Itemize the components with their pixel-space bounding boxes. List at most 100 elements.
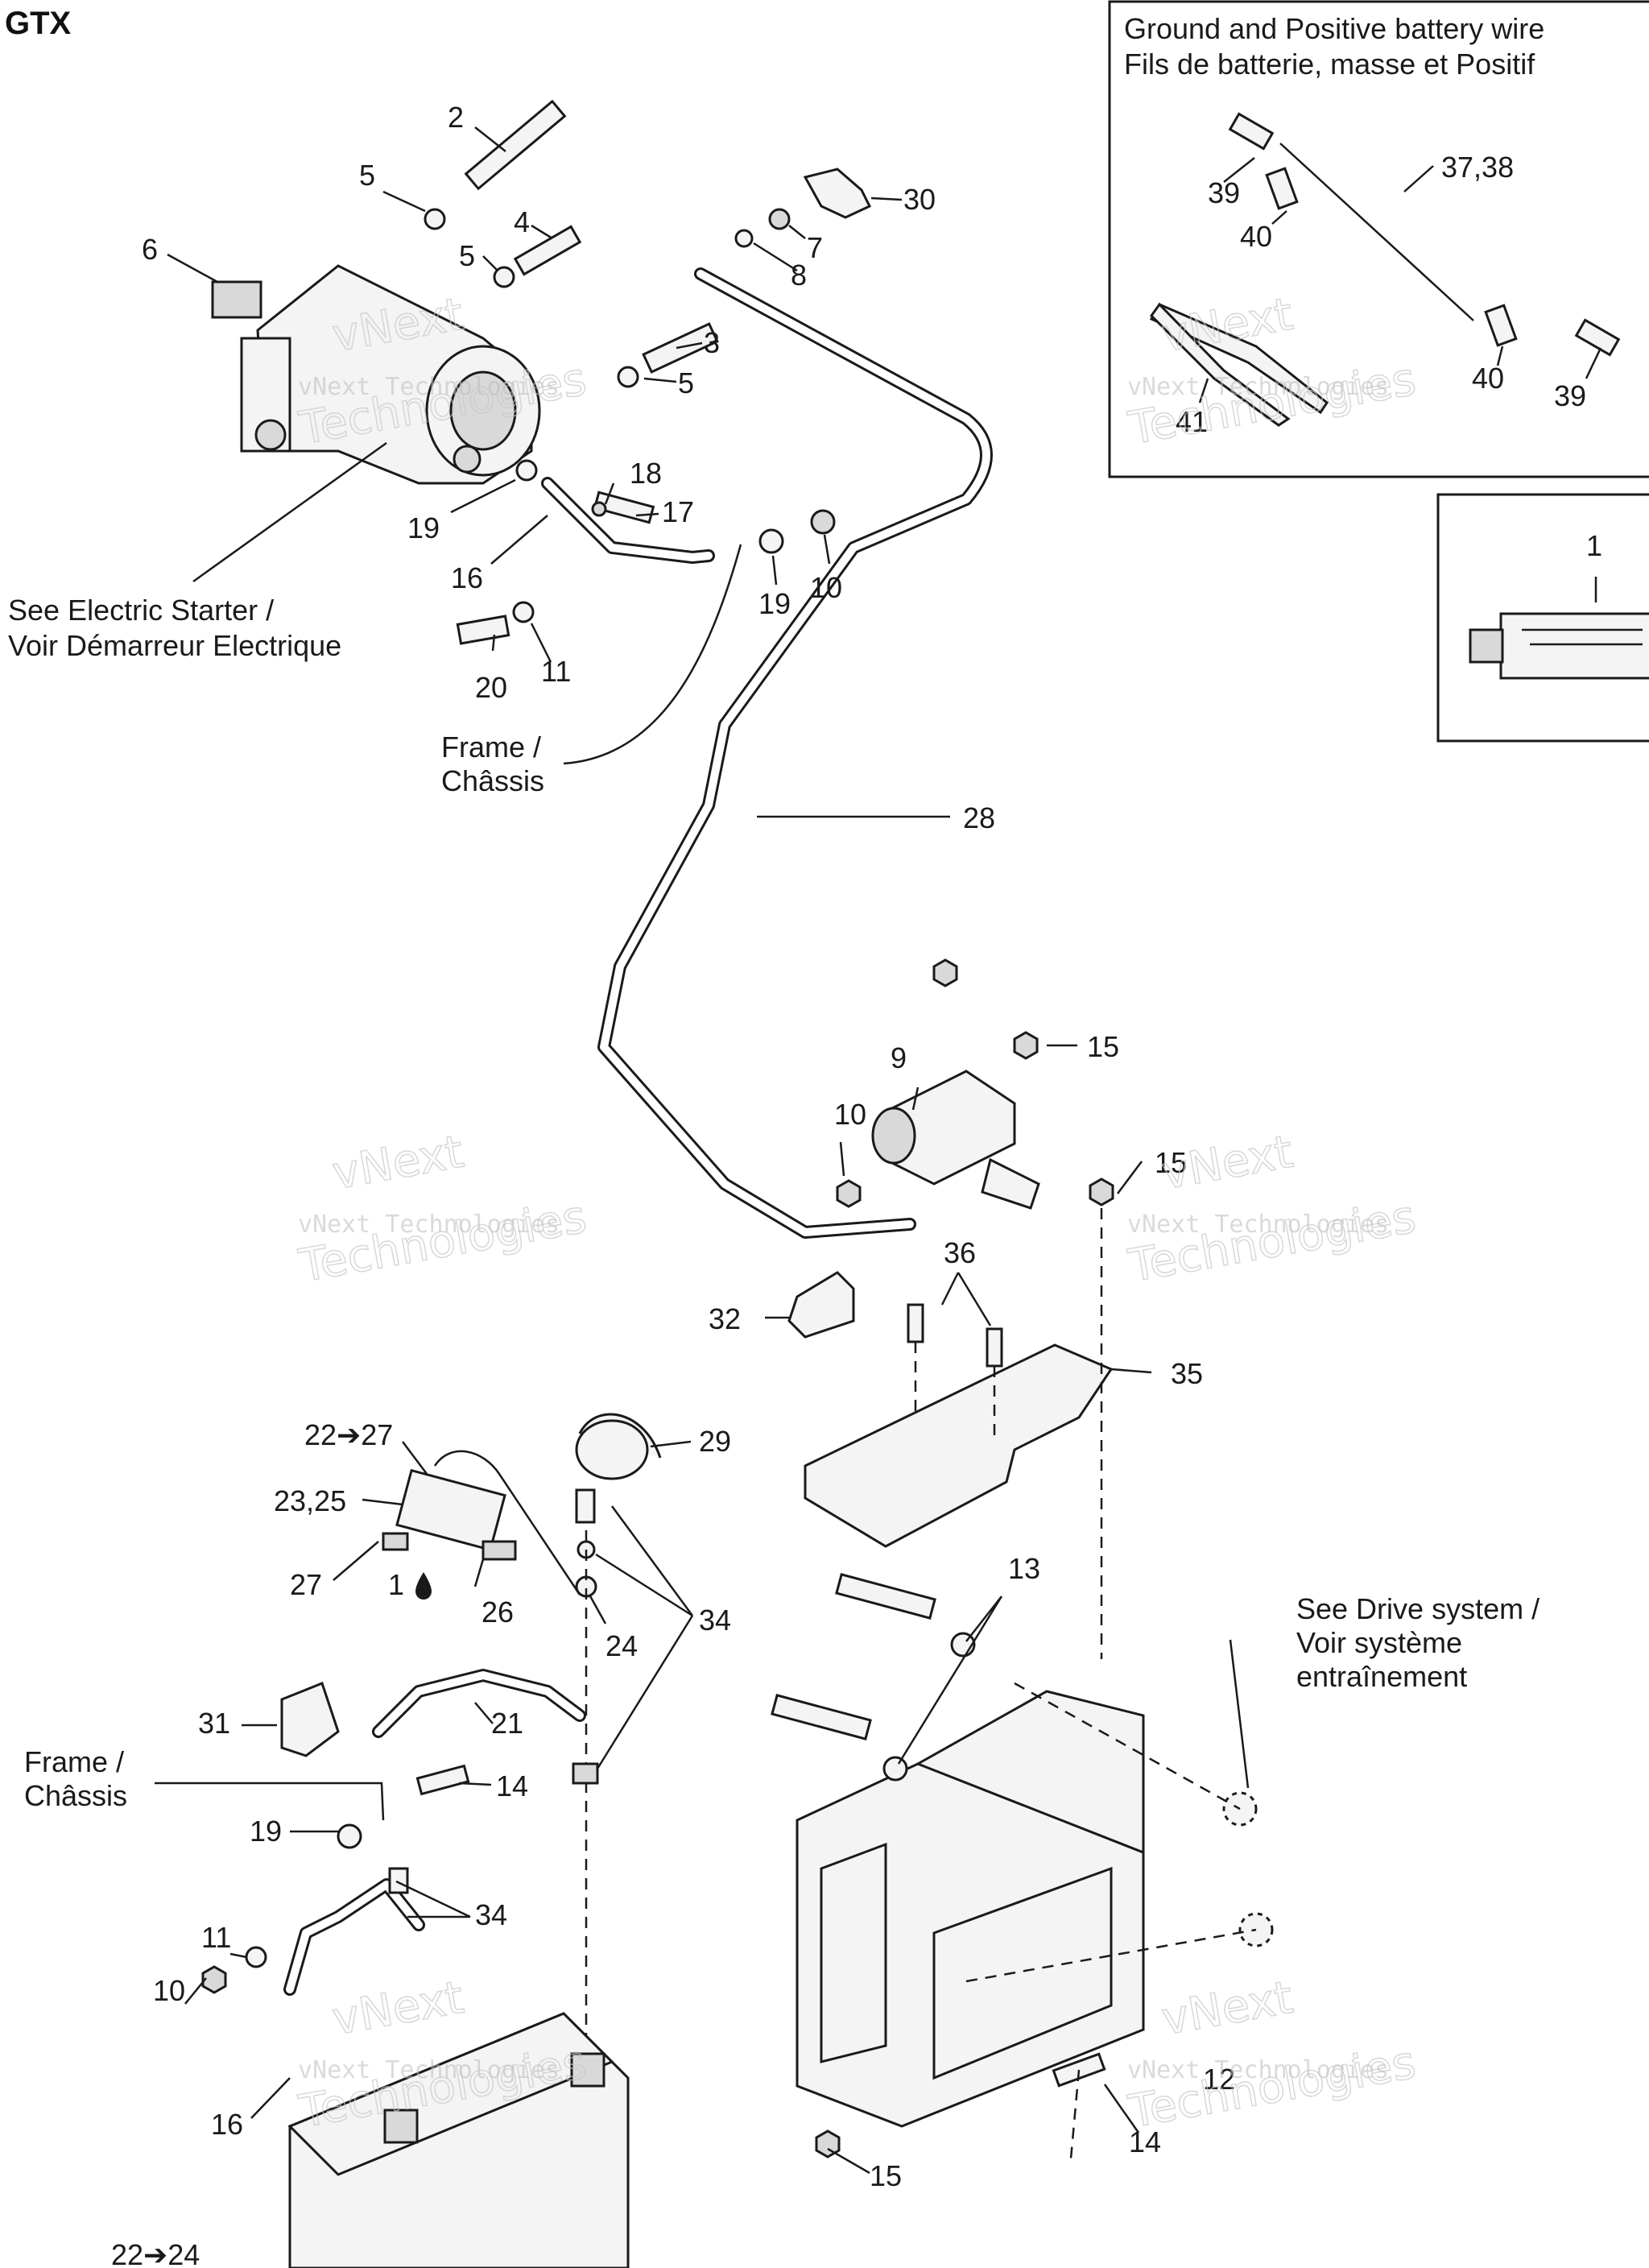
washer-8 <box>734 229 754 248</box>
washer-19c <box>337 1823 362 1849</box>
leader-lines <box>155 126 1250 2175</box>
watermark-3: vNext vNext Technologies Technologies <box>295 1125 591 1293</box>
sleeve-40-top <box>1265 167 1299 210</box>
battery <box>287 2012 630 2268</box>
bolt-13a <box>835 1573 936 1620</box>
callout-7: 7 <box>807 231 823 264</box>
battery-holder-12 <box>796 1690 1145 2128</box>
callout-22-27: 22➔27 <box>304 1418 393 1451</box>
nut-7 <box>768 208 791 230</box>
svg-text:vNext: vNext <box>329 1972 467 2046</box>
inset-tube-panel: 1 <box>1436 493 1649 743</box>
note-frame-top-2: Châssis <box>441 764 544 797</box>
page-title: GTX <box>5 6 72 41</box>
callout-4: 4 <box>514 205 530 238</box>
callout-39-bottom: 39 <box>1554 379 1586 412</box>
callout-17: 17 <box>662 495 694 528</box>
washer-13b <box>882 1756 908 1782</box>
note-frame-bottom-2: Châssis <box>24 1779 127 1812</box>
solenoid-9 <box>871 1070 1040 1210</box>
stud-36b <box>986 1327 1003 1368</box>
callout-19a: 19 <box>407 511 440 544</box>
callout-15b: 15 <box>1155 1146 1187 1179</box>
bolt-13b <box>771 1694 872 1740</box>
callout-10c: 10 <box>153 1974 185 2007</box>
cap-32 <box>787 1271 855 1339</box>
svg-text:vNext: vNext <box>329 1126 467 1200</box>
callout-35: 35 <box>1171 1357 1203 1390</box>
nut-15a <box>932 958 958 987</box>
washer-18 <box>591 501 607 517</box>
callout-15a: 15 <box>1087 1030 1119 1063</box>
callout-16a: 16 <box>451 561 483 594</box>
callout-27: 27 <box>290 1568 322 1601</box>
callout-41: 41 <box>1176 405 1208 438</box>
callout-16b: 16 <box>211 2108 243 2141</box>
callout-24: 24 <box>605 1629 638 1662</box>
watermark-6: vNext vNext Technologies Technologies <box>1124 1971 1420 2139</box>
callout-18: 18 <box>630 457 662 490</box>
nut-15d <box>815 2129 841 2158</box>
callout-29: 29 <box>699 1425 731 1458</box>
note-drive-3: entraînement <box>1296 1660 1467 1693</box>
callout-5c: 5 <box>678 366 694 399</box>
callout-15c: 15 <box>870 2159 902 2192</box>
svg-text:Technologies: Technologies <box>1125 1191 1420 1293</box>
callout-31: 31 <box>198 1707 230 1740</box>
nut-34 <box>572 1762 599 1785</box>
boot-30 <box>803 168 872 219</box>
washer-5b <box>493 266 515 288</box>
svg-text:vNext Technologies: vNext Technologies <box>298 1211 560 1239</box>
callout-11a: 11 <box>541 655 571 688</box>
note-starter-en: See Electric Starter / <box>8 594 274 627</box>
washer-5a <box>424 208 446 230</box>
callout-30: 30 <box>903 183 936 216</box>
callout-13: 13 <box>1008 1552 1040 1585</box>
bolt-14a <box>415 1764 470 1796</box>
washer-19a <box>515 459 538 482</box>
grease-tube <box>1499 612 1649 680</box>
callout-36: 36 <box>944 1236 976 1269</box>
callout-39-top: 39 <box>1208 176 1240 209</box>
callout-19c: 19 <box>250 1815 282 1848</box>
crimp-tool-handle <box>1150 302 1291 427</box>
callout-14a: 14 <box>496 1769 528 1802</box>
watermark-4: vNext vNext Technologies Technologies <box>1124 1125 1420 1293</box>
callout-26: 26 <box>481 1595 514 1629</box>
bolt-34b <box>388 1867 409 1894</box>
callout-34a: 34 <box>699 1604 731 1637</box>
washer-11b <box>245 1946 267 1968</box>
callout-40-top: 40 <box>1240 220 1272 253</box>
bolt-20 <box>456 615 510 645</box>
washer-11a <box>512 601 535 623</box>
callout-9: 9 <box>891 1041 907 1074</box>
svg-text:vNext Technologies: vNext Technologies <box>1127 1211 1389 1239</box>
note-starter-fr: Voir Démarreur Electrique <box>8 629 341 662</box>
washer-19b <box>758 528 784 554</box>
bolt-2 <box>464 99 567 191</box>
svg-text:Technologies: Technologies <box>1125 2037 1420 2139</box>
inset-wires-panel: Ground and Positive battery wire Fils de… <box>1108 0 1649 478</box>
bolt-34a <box>575 1488 596 1524</box>
callout-32: 32 <box>709 1302 741 1335</box>
svg-text:vNext Technologies: vNext Technologies <box>1127 2056 1389 2084</box>
inset-wires-title-fr: Fils de batterie, masse et Positif <box>1124 48 1535 81</box>
note-frame-top-1: Frame / <box>441 730 541 764</box>
washer-5c <box>617 366 639 388</box>
callout-3: 3 <box>704 326 720 359</box>
svg-text:vNext Technologies: vNext Technologies <box>1127 373 1389 401</box>
inset-wires-title-en: Ground and Positive battery wire <box>1124 12 1544 45</box>
starter-motor <box>211 264 541 485</box>
callout-8: 8 <box>791 259 807 292</box>
callout-1-drop: 1 <box>388 1568 404 1601</box>
callout-5a: 5 <box>359 159 375 192</box>
drop-icon <box>415 1572 432 1600</box>
callout-1-tube: 1 <box>1586 529 1602 562</box>
callout-22-24: 22➔24 <box>111 2238 200 2268</box>
callout-10b: 10 <box>834 1098 866 1131</box>
nut-10a <box>810 509 836 535</box>
svg-text:vNext Technologies: vNext Technologies <box>298 373 560 401</box>
nut-10c <box>201 1965 227 1994</box>
fuse-wire-22 <box>433 1450 581 1595</box>
